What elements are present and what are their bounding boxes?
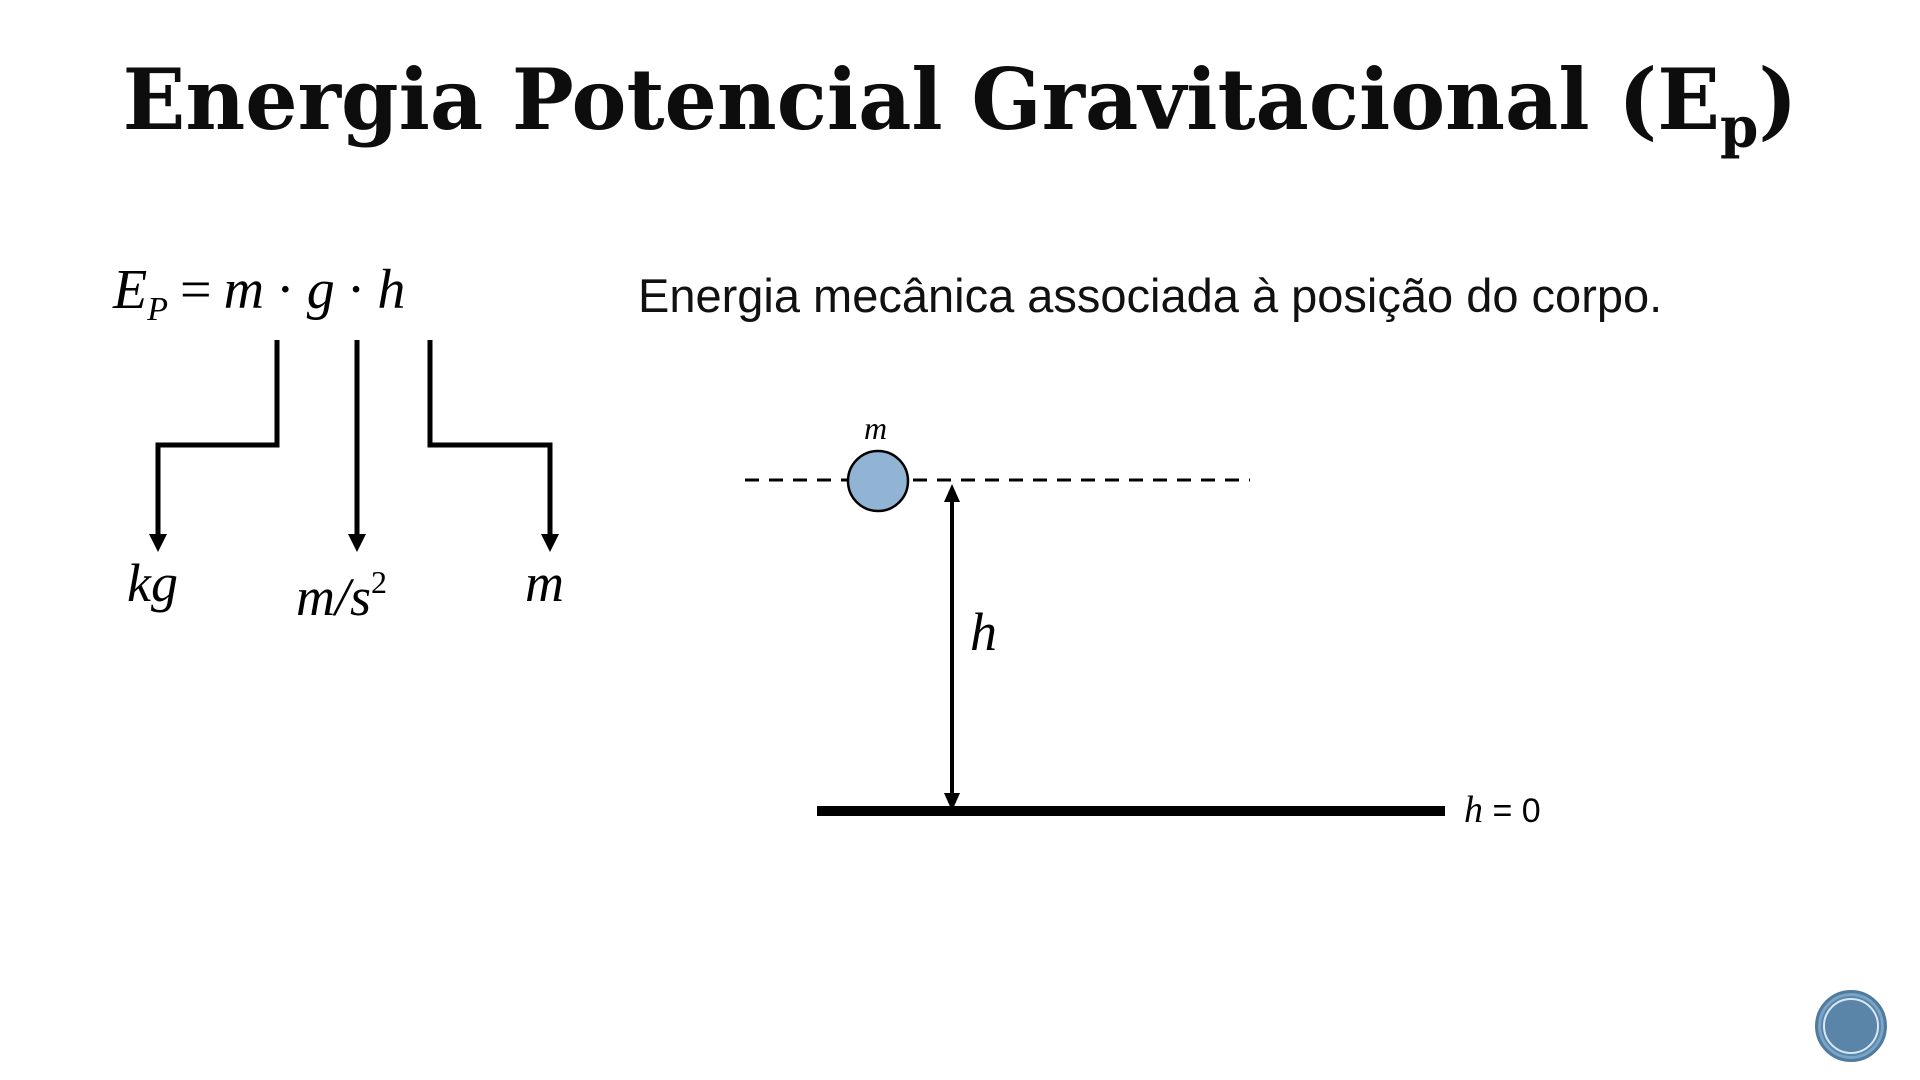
description-text: Energia mecânica associada à posição do … xyxy=(638,269,1663,322)
mass-connector-arrow xyxy=(155,340,280,535)
height-arrow-head-icon xyxy=(541,534,559,552)
mass-arrow-head-icon xyxy=(149,534,167,552)
slide-title-closing: ) xyxy=(1758,50,1798,149)
slide-nav-inner-ring xyxy=(1823,998,1879,1054)
object-mass-label: m xyxy=(864,410,888,446)
formula-term-gravity: g xyxy=(306,259,335,321)
formula-term-mass: m xyxy=(223,259,265,321)
formula: EP=m·g·h xyxy=(113,262,405,327)
unit-connectors xyxy=(149,340,559,552)
ground-line xyxy=(817,806,1445,816)
slide-nav-circle-icon[interactable] xyxy=(1815,990,1887,1062)
height-arrow-down-icon xyxy=(944,793,960,811)
unit-gravity: m/s2 xyxy=(296,566,387,624)
formula-term-height: h xyxy=(377,259,406,321)
height-connector-arrow xyxy=(427,340,553,535)
formula-equals: = xyxy=(180,259,212,321)
gravity-arrow-head-icon xyxy=(348,534,366,552)
formula-dot: · xyxy=(276,259,295,321)
unit-gravity-exponent: 2 xyxy=(371,564,388,600)
ground-level-value: = 0 xyxy=(1483,792,1541,830)
mass-ball-icon xyxy=(846,449,910,513)
slide-title-main: Energia Potencial Gravitacional (E xyxy=(122,50,1720,149)
unit-height: m xyxy=(525,553,564,613)
unit-gravity-base: m/s xyxy=(296,567,372,627)
formula-lhs-subscript: P xyxy=(147,291,168,328)
height-label: h xyxy=(970,602,997,662)
ground-level-label: h = 0 xyxy=(1464,791,1541,829)
slide-title: Energia Potencial Gravitacional (Ep) xyxy=(19,58,1901,157)
ground-level-var: h xyxy=(1464,789,1483,831)
unit-mass: kg xyxy=(127,553,178,613)
slide-title-subscript: p xyxy=(1719,95,1759,161)
formula-lhs: E xyxy=(113,259,148,321)
formula-dot: · xyxy=(346,259,366,321)
height-arrow-up-icon xyxy=(944,484,960,502)
